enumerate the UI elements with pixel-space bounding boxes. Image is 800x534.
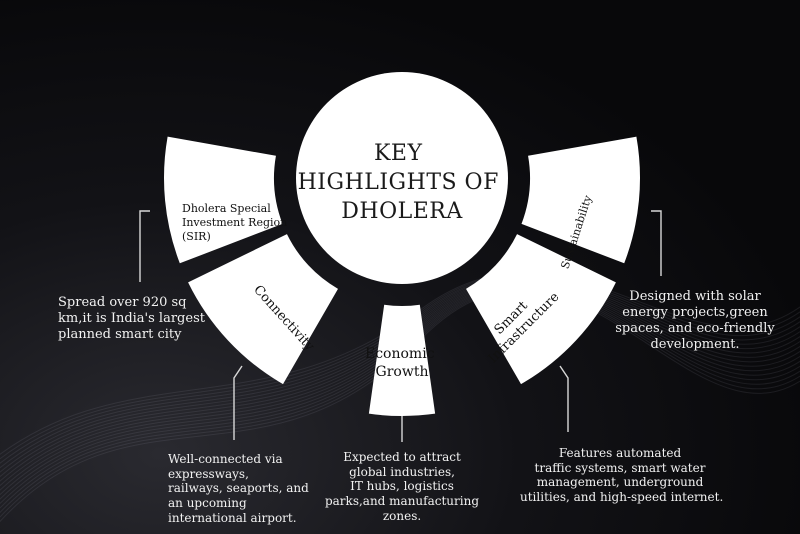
description-smart-infrastructure: Features automated traffic systems, smar… [520, 446, 724, 504]
leader-smart-infrastructure [559, 365, 569, 432]
leader-sir [139, 210, 150, 282]
description-sir: Spread over 920 sq km,it is India's larg… [58, 295, 205, 342]
hub-title: KEY HIGHLIGHTS OF DHOLERA [298, 141, 507, 224]
leader-connectivity [233, 365, 243, 440]
hub-circle [296, 72, 508, 284]
description-connectivity: Well-connected via expressways, railways… [168, 452, 309, 525]
hub-title-line-2: HIGHLIGHTS OF [298, 170, 499, 195]
segment-economic-growth-label: Economic Growth [365, 346, 439, 380]
hub-title-line-3: DHOLERA [341, 199, 463, 224]
hub-title-line-1: KEY [374, 141, 423, 166]
segment-connectivity [188, 234, 338, 385]
description-economic-growth: Expected to attract global industries, I… [324, 450, 480, 523]
segment-economic-growth [368, 304, 436, 416]
leader-sustainability [651, 210, 662, 276]
description-sustainability: Designed with solar energy projects,gree… [615, 289, 775, 352]
segment-smart-infrastructure [466, 234, 616, 385]
segment-sir [164, 136, 283, 264]
segment-sir-label: Dholera Special Investment Region (SIR) [182, 202, 291, 243]
segment-sustainability [521, 136, 640, 264]
